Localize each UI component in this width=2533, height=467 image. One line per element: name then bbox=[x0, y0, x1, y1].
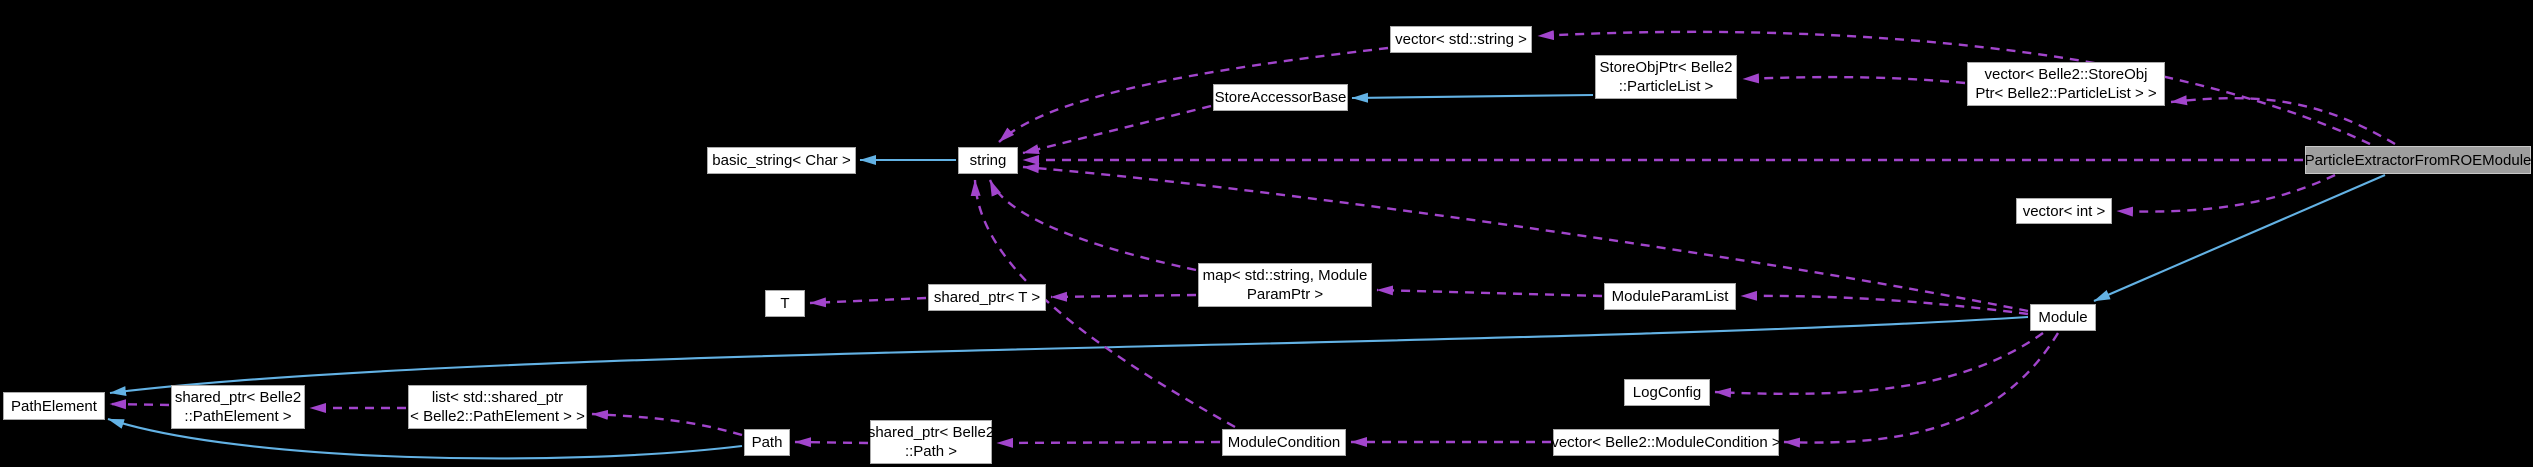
node-label: Path bbox=[751, 434, 783, 451]
node-label: shared_ptr< Belle2 bbox=[867, 424, 995, 441]
node-label: string bbox=[969, 152, 1007, 169]
edge-vector-storeobjptr-particlelist-to-storeobjptr-particlelist bbox=[1742, 73, 1966, 85]
node-label: LogConfig bbox=[1632, 384, 1702, 401]
node-label: vector< std::string > bbox=[1395, 31, 1527, 48]
edge-module-to-pathelement bbox=[109, 315, 2029, 397]
node-label: vector< Belle2::StoreObj bbox=[1984, 66, 2148, 83]
edge-particleextractorfromroemodule-to-module bbox=[2093, 174, 2386, 302]
node-label: list< std::shared_ptr bbox=[431, 389, 564, 406]
edge-shared-ptr-pathelement-to-pathelement bbox=[109, 399, 170, 410]
node-label: shared_ptr< T > bbox=[933, 289, 1041, 306]
node-label: Module bbox=[2038, 309, 2088, 326]
edge-module-to-logconfig bbox=[1714, 332, 2044, 398]
node-storeobjptr-particlelist[interactable]: StoreObjPtr< Belle2::ParticleList > bbox=[1595, 55, 1737, 99]
node-module[interactable]: Module bbox=[2030, 304, 2096, 331]
node-label: T bbox=[780, 295, 790, 312]
edge-modulecondition-to-shared-ptr-path bbox=[996, 437, 1221, 448]
node-moduleparamlist[interactable]: ModuleParamList bbox=[1604, 283, 1736, 310]
node-label: basic_string< Char > bbox=[712, 152, 851, 169]
edge-particleextractorfromroemodule-to-vector-string bbox=[1537, 30, 2371, 146]
edge-module-to-vector-modulecondition bbox=[1783, 332, 2060, 448]
node-shared-ptr-t[interactable]: shared_ptr< T > bbox=[928, 284, 1046, 311]
node-label: PathElement bbox=[11, 397, 97, 415]
node-modulecondition[interactable]: ModuleCondition bbox=[1222, 429, 1346, 456]
node-label: StoreAccessorBase bbox=[1214, 89, 1347, 106]
edge-vector-string-to-string bbox=[998, 46, 1389, 143]
node-logconfig[interactable]: LogConfig bbox=[1624, 379, 1710, 406]
edge-map-string-moduleparamptr-to-shared-ptr-t bbox=[1050, 291, 1197, 302]
node-label: vector< int > bbox=[2022, 202, 2106, 220]
node-label: shared_ptr< Belle2 bbox=[174, 389, 302, 406]
node-t[interactable]: T bbox=[765, 290, 805, 317]
edge-module-to-moduleparamlist bbox=[1740, 290, 2029, 316]
node-label: ::PathElement > bbox=[184, 408, 292, 425]
edge-path-to-pathelement bbox=[107, 418, 743, 460]
node-vector-modulecondition[interactable]: vector< Belle2::ModuleCondition > bbox=[1551, 429, 1781, 456]
node-pathelement[interactable]: PathElement bbox=[3, 392, 105, 420]
node-label: ::ParticleList > bbox=[1618, 78, 1714, 95]
node-string[interactable]: string bbox=[958, 147, 1018, 174]
node-list-shared-ptr-pathelement[interactable]: list< std::shared_ptr< Belle2::PathEleme… bbox=[408, 385, 587, 429]
node-label: StoreObjPtr< Belle2 bbox=[1599, 59, 1733, 76]
node-basic-string-char[interactable]: basic_string< Char > bbox=[707, 147, 856, 174]
node-label: ::Path > bbox=[904, 443, 958, 460]
edge-storeobjptr-particlelist-to-storeaccessorbase bbox=[1351, 92, 1594, 103]
node-label: map< std::string, Module bbox=[1202, 267, 1368, 284]
node-label: ModuleParamList bbox=[1611, 288, 1729, 305]
node-label: ModuleCondition bbox=[1227, 434, 1341, 451]
node-path[interactable]: Path bbox=[744, 429, 790, 456]
edge-map-string-moduleparamptr-to-string bbox=[988, 179, 1197, 272]
node-shared-ptr-pathelement[interactable]: shared_ptr< Belle2::PathElement > bbox=[171, 385, 305, 429]
node-label: Ptr< Belle2::ParticleList > > bbox=[1975, 85, 2157, 102]
node-label: ParticleExtractorFromROEModule bbox=[2304, 151, 2532, 169]
node-storeaccessorbase[interactable]: StoreAccessorBase bbox=[1213, 84, 1348, 111]
edge-moduleparamlist-to-map-string-moduleparamptr bbox=[1376, 285, 1603, 298]
edge-module-to-string bbox=[1022, 163, 2029, 313]
node-vector-int[interactable]: vector< int > bbox=[2016, 198, 2112, 224]
edge-particleextractorfromroemodule-to-vector-int bbox=[2116, 173, 2336, 217]
edge-shared-ptr-path-to-path bbox=[794, 437, 869, 448]
edge-path-to-list-shared-ptr-pathelement bbox=[591, 409, 743, 437]
edge-particleextractorfromroemodule-to-vector-storeobjptr-particlelist bbox=[2170, 95, 2396, 146]
node-label: < Belle2::PathElement > > bbox=[410, 408, 585, 425]
edge-group bbox=[107, 30, 2396, 460]
node-label: vector< Belle2::ModuleCondition > bbox=[1551, 434, 1781, 451]
node-label: ParamPtr > bbox=[1246, 286, 1324, 303]
node-particleextractorfromroemodule[interactable]: ParticleExtractorFromROEModule bbox=[2305, 146, 2531, 174]
edge-storeaccessorbase-to-string bbox=[1022, 104, 1212, 155]
node-vector-string[interactable]: vector< std::string > bbox=[1390, 26, 1532, 53]
edge-shared-ptr-t-to-t bbox=[809, 296, 927, 308]
edge-modulecondition-to-string bbox=[970, 179, 1236, 429]
node-shared-ptr-path[interactable]: shared_ptr< Belle2::Path > bbox=[867, 420, 995, 464]
